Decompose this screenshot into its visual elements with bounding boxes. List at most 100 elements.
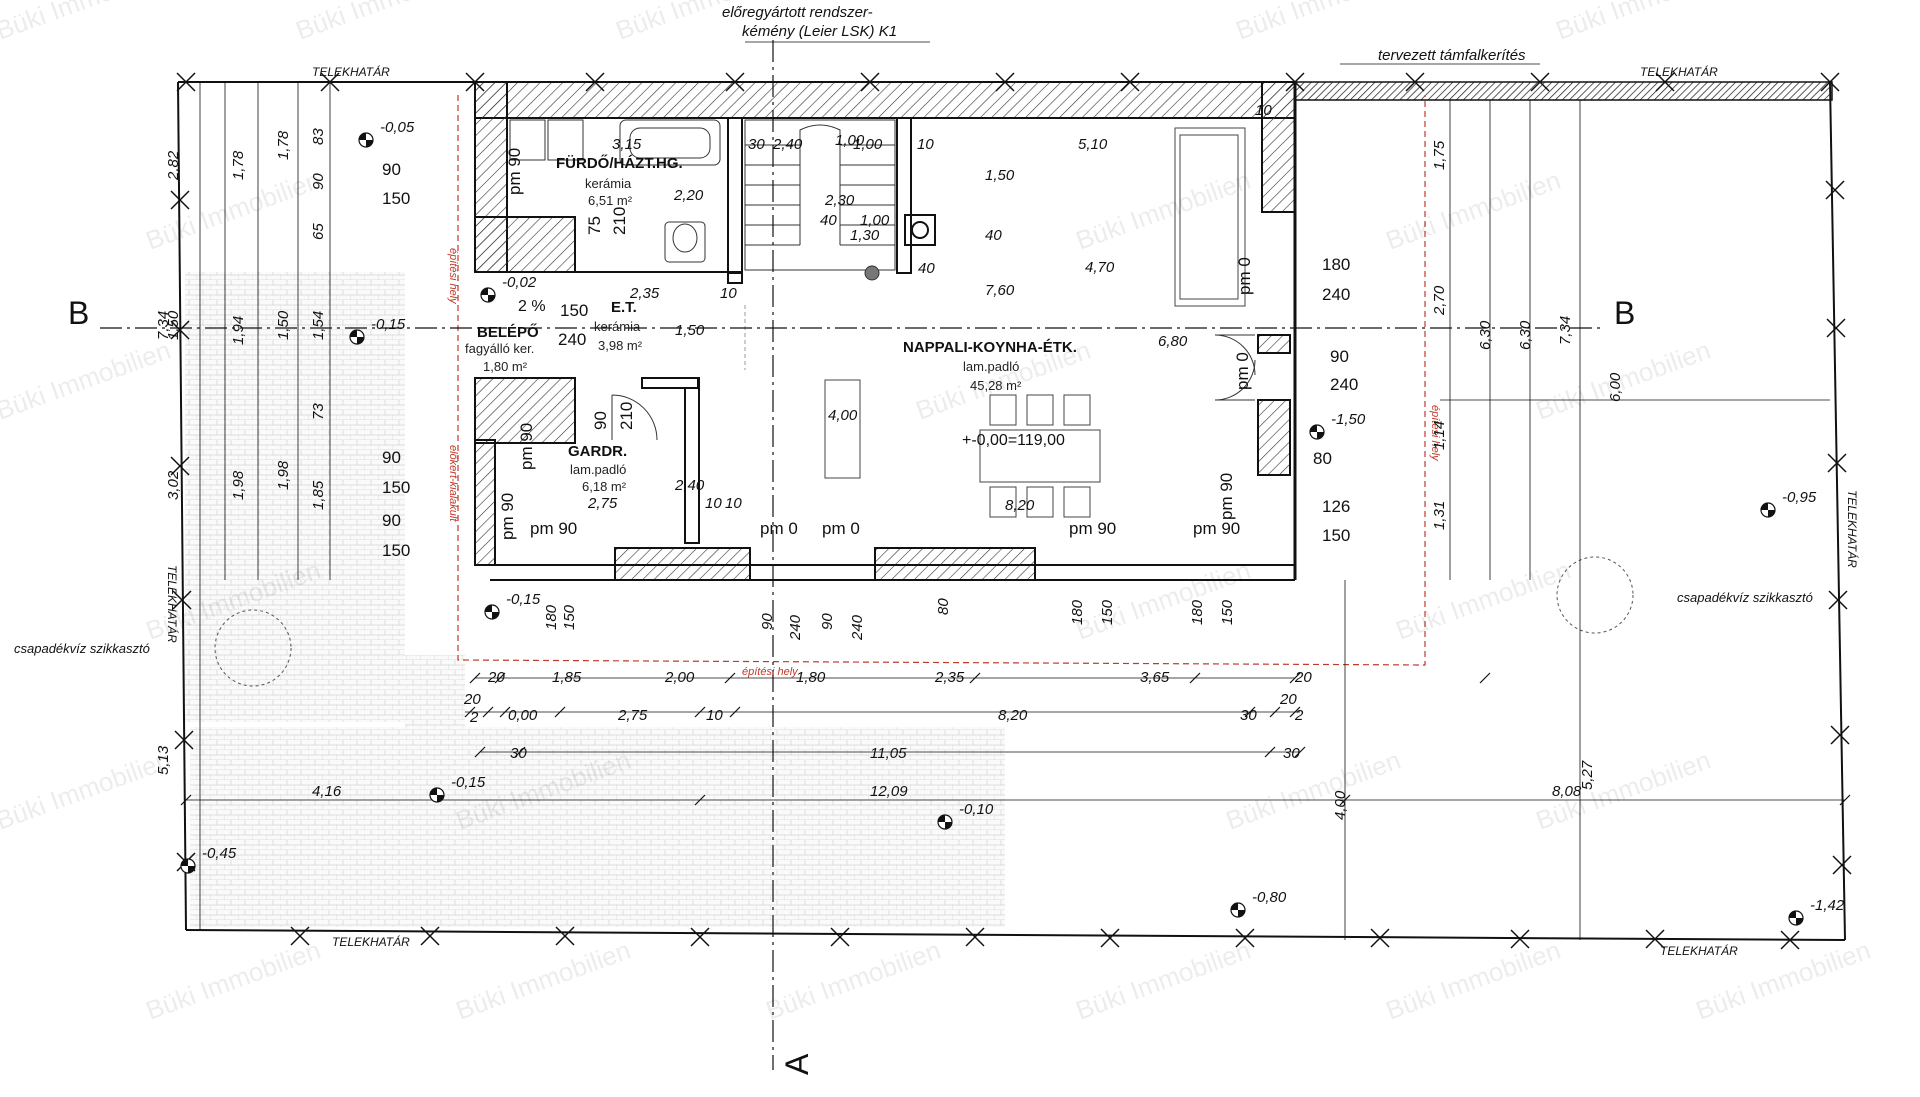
opening-dimension: pm 0 [1233,352,1252,390]
boundary-x-marker [170,190,190,210]
watermark-text: Büki Immobilien [1072,165,1255,256]
opening-dimension: 80 [1313,449,1332,468]
boundary-x-marker [170,456,190,476]
elevation-value: -0,05 [380,119,415,136]
elevation-value: -1,50 [1331,411,1366,428]
boundary-x-marker [725,72,745,92]
plot-boundary-label-bottom-right: TELEKHATÁR [1660,943,1738,958]
opening-dimension: 210 [610,207,629,235]
dimension-value: 180 [543,604,560,630]
dimension-value: 6,30 [1477,320,1494,350]
front-garden-label: előkert-kialakult [447,445,459,522]
opening-dimension: 150 [382,189,410,208]
dimension-value: 150 [561,604,578,630]
room-entrance: BELÉPŐ fagyálló ker. 1,80 m² [465,323,539,374]
dimension-ticks [180,672,1851,806]
elevation-marker: -0,45 [180,845,237,874]
dimension-value: 2,70 [1431,285,1448,316]
doors [611,305,1256,441]
dimension-value: 1,00 [853,136,883,153]
boundary-x-marker [1645,929,1665,949]
dimension-value: 1,75 [1431,140,1448,170]
watermark-text: Büki Immobilien [142,935,325,1026]
floor-elevation: +-0,00=119,00 [962,432,1065,449]
dimension-tick [180,794,192,806]
dimension-value: 73 [310,403,327,420]
dimension-tick [729,706,741,718]
watermark-text: Büki Immobilien [0,745,175,836]
opening-dimension: 90 [382,160,401,179]
dimension-value: 1,98 [230,470,247,500]
room-area: 45,28 m² [970,378,1022,393]
dimension-value: 2,75 [617,707,648,724]
boundary-x-marker [830,927,850,947]
dimension-value: 1,50 [675,322,705,339]
elevation-marker: -0,80 [1230,889,1287,918]
dimension-value: 3,15 [612,136,642,153]
interior-walls [507,117,912,544]
boundary-x-marker [1370,928,1390,948]
dimension-value: 1,54 [310,311,327,340]
opening-dimension: 180 [1322,255,1350,274]
dimension-tick [694,794,706,806]
dimension-tick [1264,746,1276,758]
dimension-value: 8,20 [998,707,1028,724]
opening-dimension: pm 90 [1069,519,1116,538]
dimension-value: 30 [1240,707,1257,724]
plot-boundary-label-top-right: TELEKHATÁR [1640,64,1718,79]
opening-dimension: 150 [1322,526,1350,545]
boundary-x-marker [1830,725,1850,745]
dimension-value: 1,50 [165,310,182,340]
elevation-value: -0,15 [371,316,406,333]
dimension-value: 5,13 [155,745,172,775]
dimension-value: 30 [510,745,527,762]
opening-dimension: pm 90 [1193,519,1240,538]
opening-dimension: pm 90 [1217,473,1236,520]
retaining-wall [1294,81,1833,101]
dimension-value: 150 [1219,599,1236,625]
dimension-tick [482,706,494,718]
dimension-tick [474,746,486,758]
dimension-value: 10 [1255,102,1272,119]
building-walls [474,81,1297,581]
dimension-value: 30 [1283,745,1300,762]
room-name: E.T. [611,299,637,316]
slope-label: 2 % [518,298,546,315]
opening-dimension: 240 [558,330,586,349]
room-name: NAPPALI-KOYNHA-ÉTK. [903,339,1077,356]
dimension-value: 2,40 [674,477,705,494]
boundary-markers [170,72,1852,950]
dimension-value: 20 [1279,691,1297,708]
dimension-tick [1289,672,1301,684]
boundary-x-marker [290,926,310,946]
elevation-marker: -0,10 [937,801,994,830]
dimension-value: 4,00 [1332,790,1349,820]
chimney [904,214,936,246]
dimension-value: 2,00 [664,669,695,686]
boundary-x-marker [174,730,194,750]
dimension-value: 1,80 [796,669,826,686]
opening-dimension: 240 [1330,375,1358,394]
dimension-tick [1269,706,1281,718]
dimension-value: 2,75 [587,495,618,512]
sofa [1174,127,1246,307]
plot-boundary-label-right: TELEKHATÁR [1845,490,1860,568]
dimension-tick [694,706,706,718]
boundary-x-marker [172,590,192,610]
opening-dimension: 150 [382,541,410,560]
dimension-value: 80 [935,598,952,615]
dimension-value: 1,78 [230,150,247,180]
boundary-x-marker [1827,453,1847,473]
dimension-value: 90 [819,613,836,630]
room-material: lam.padló [963,359,1019,374]
dimension-value: 2,35 [629,285,660,302]
chimney-note-2: kémény (Leier LSK) K1 [742,23,897,40]
boundary-x-marker [1832,855,1852,875]
watermark-text: Büki Immobilien [1392,555,1575,646]
section-marker-b-right: B [1614,295,1635,331]
dimension-value: 2,30 [824,192,855,209]
dimension-value: 1,00 [860,212,890,229]
boundary-x-marker [555,926,575,946]
dimension-value: 1,85 [310,480,327,510]
